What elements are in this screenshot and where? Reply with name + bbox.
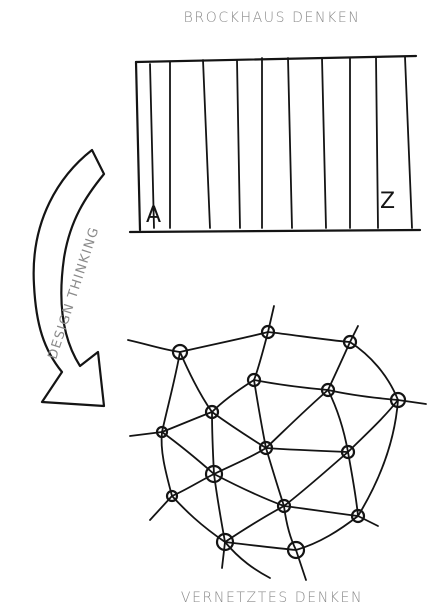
network-node bbox=[258, 440, 274, 456]
network-node bbox=[155, 425, 169, 439]
network-node bbox=[204, 464, 224, 484]
network-node bbox=[286, 540, 306, 560]
network-node bbox=[350, 508, 366, 524]
curved-arrow-icon: DESIGN THINKING bbox=[32, 148, 106, 408]
network-node bbox=[340, 444, 356, 460]
arrow-label: DESIGN THINKING bbox=[46, 225, 103, 362]
network-node bbox=[165, 489, 179, 503]
top-caption: BROCKHAUS DENKEN bbox=[183, 10, 361, 26]
network-node bbox=[171, 343, 189, 361]
shelf-letter-z: Z bbox=[380, 189, 395, 214]
network-node bbox=[215, 532, 235, 552]
network-node bbox=[246, 372, 262, 388]
network-node bbox=[389, 391, 407, 409]
network-node bbox=[276, 498, 292, 514]
network-node bbox=[204, 404, 220, 420]
shelf-letter-a: A bbox=[146, 203, 161, 228]
bottom-caption: VERNETZTES DENKEN bbox=[180, 590, 364, 606]
network-mesh-icon bbox=[127, 305, 427, 581]
network-node bbox=[320, 382, 336, 398]
bookshelf-sketch-icon: A Z bbox=[128, 54, 422, 234]
network-node bbox=[260, 324, 276, 340]
network-node bbox=[342, 334, 358, 350]
shelf-outline bbox=[134, 54, 418, 64]
